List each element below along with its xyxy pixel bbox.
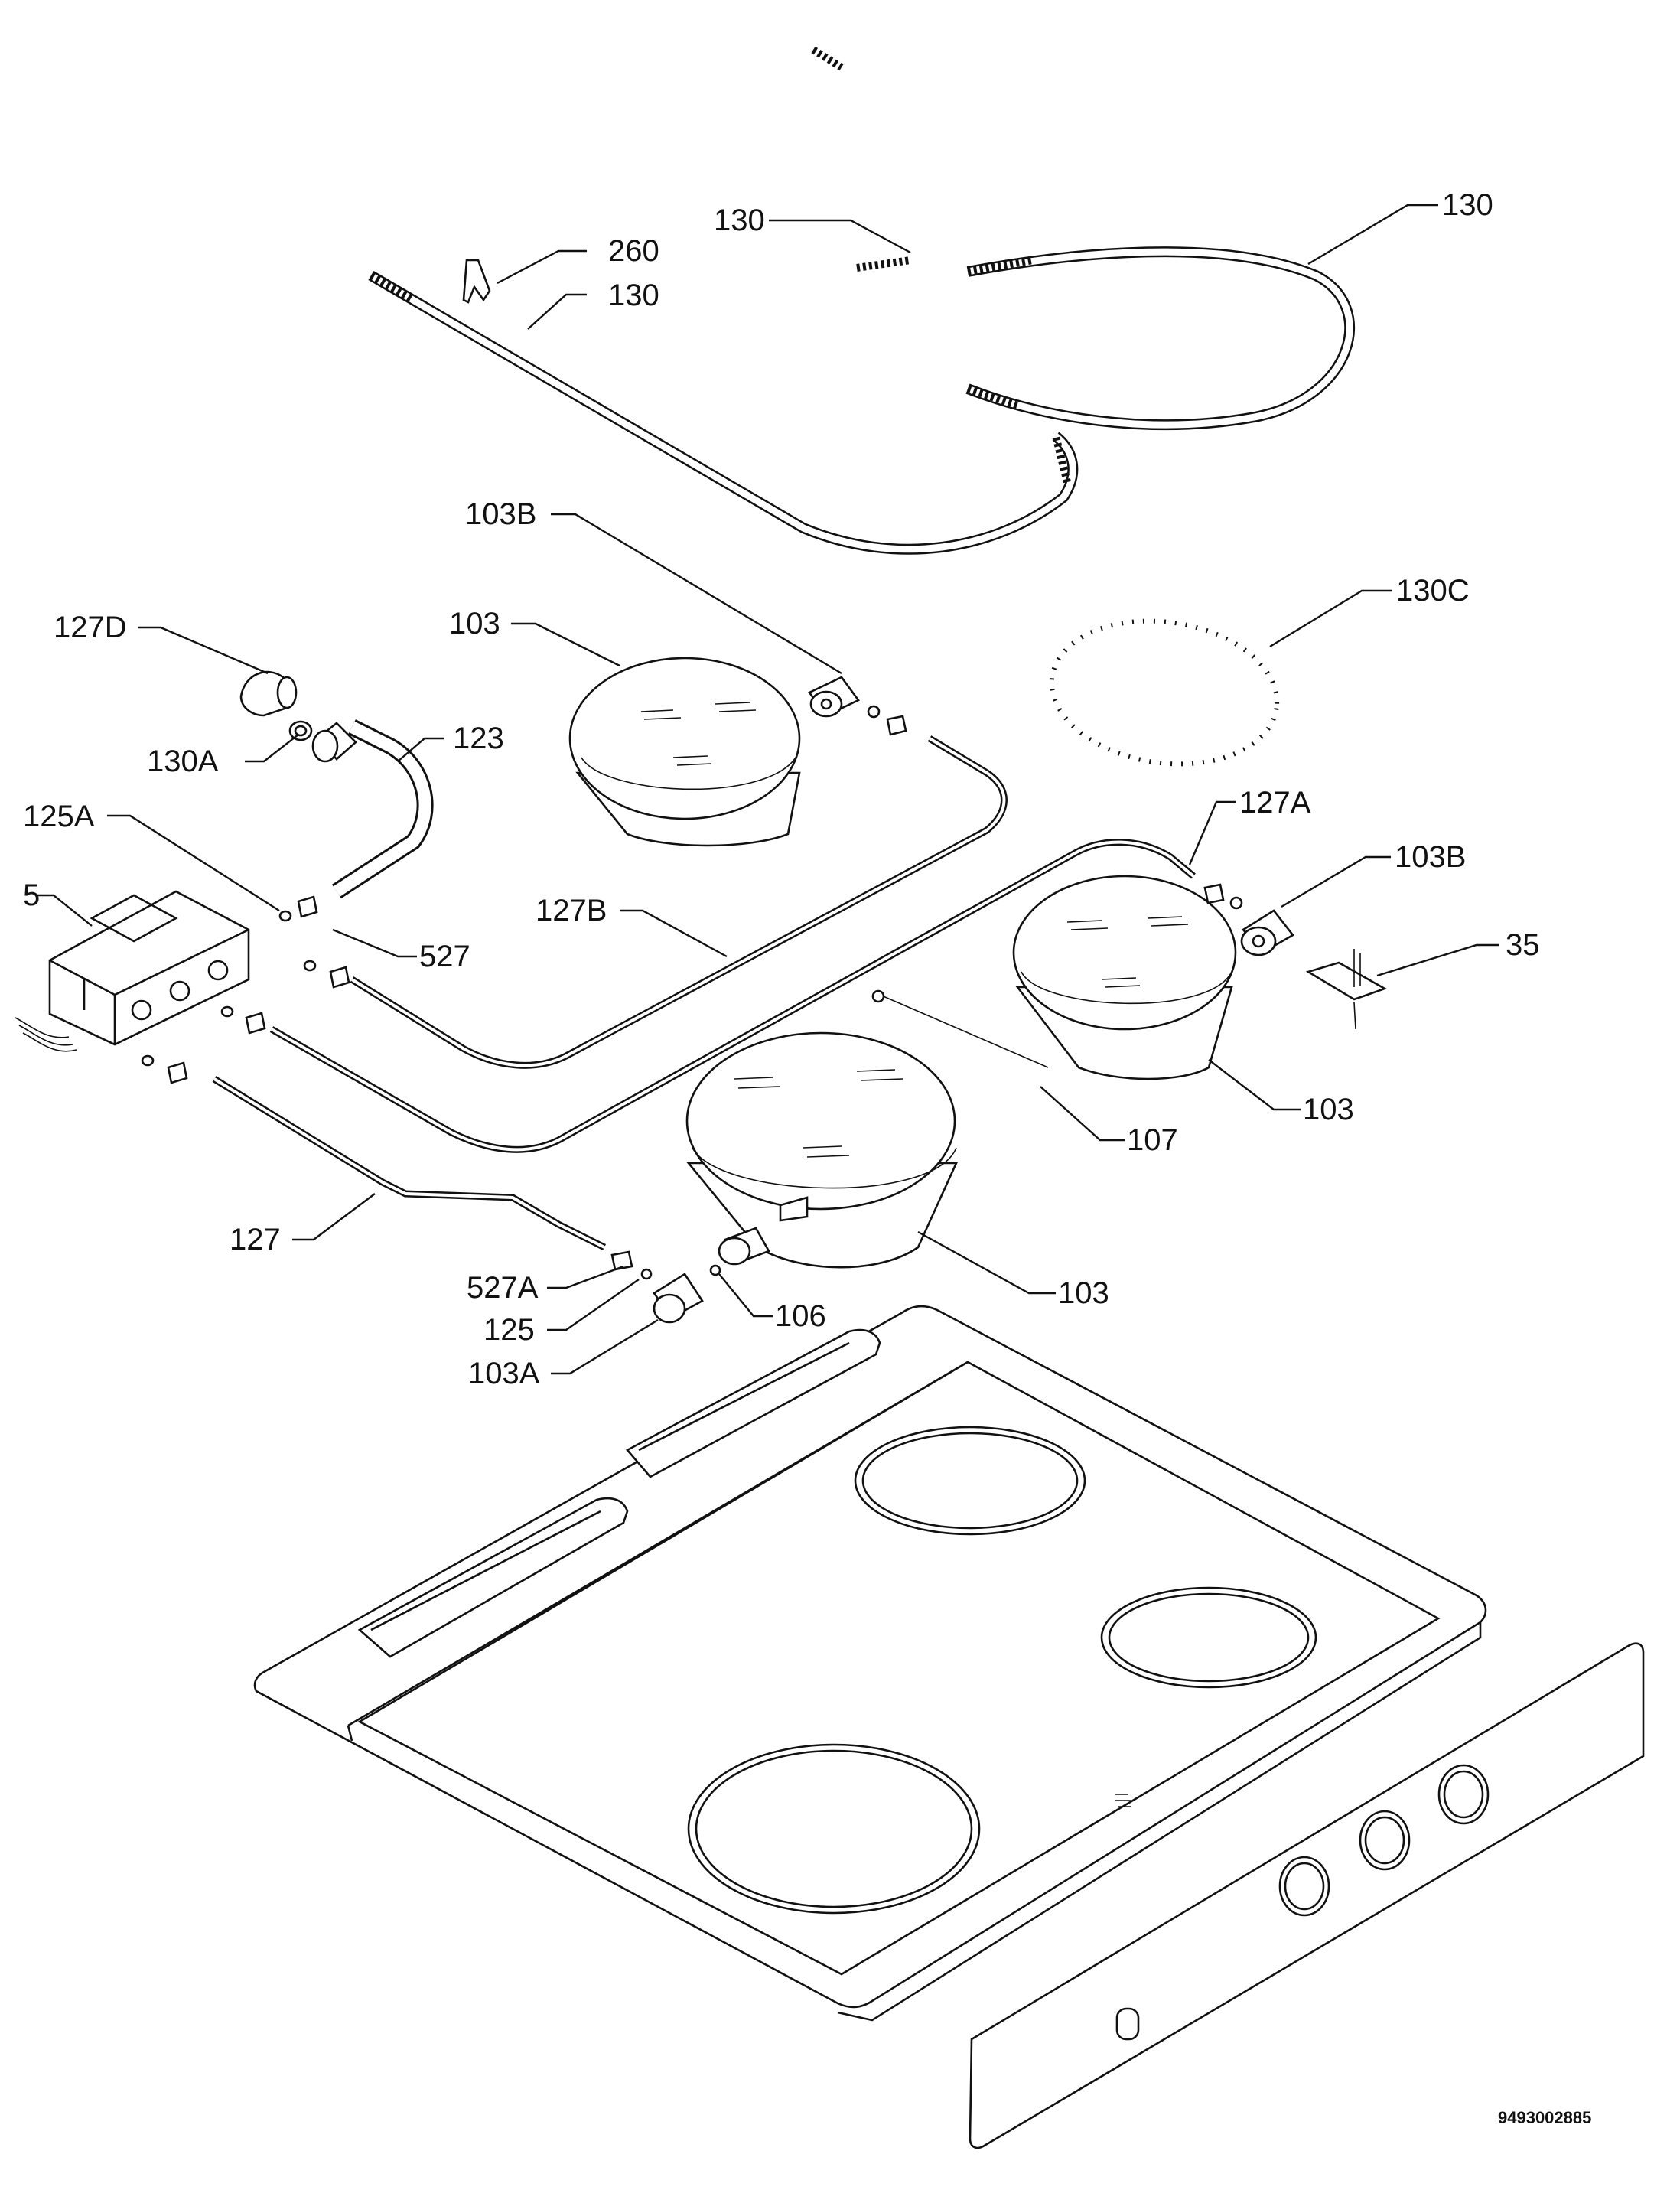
label-103a: 103A bbox=[468, 1357, 540, 1390]
nipples-group bbox=[141, 895, 350, 1084]
label-130-top: 130 bbox=[714, 204, 765, 237]
label-130c: 130C bbox=[1396, 574, 1470, 608]
label-527a: 527A bbox=[467, 1271, 539, 1305]
valve-block-5 bbox=[15, 890, 250, 1052]
cable-130-right bbox=[965, 246, 1356, 431]
label-127b: 127B bbox=[536, 894, 607, 927]
label-123: 123 bbox=[453, 722, 504, 755]
label-5: 5 bbox=[23, 878, 40, 912]
burner-head-top bbox=[568, 657, 801, 847]
leader-lines bbox=[37, 204, 1499, 1375]
label-527: 527 bbox=[419, 940, 470, 973]
burner-head-bottom bbox=[685, 1031, 959, 1269]
fitting-106 bbox=[709, 1227, 770, 1276]
document-number: 9493002885 bbox=[1498, 2108, 1591, 2127]
pipe-127b bbox=[350, 735, 1008, 1069]
label-130a: 130A bbox=[147, 745, 219, 778]
pipe-123 bbox=[311, 719, 434, 899]
clip-260 bbox=[462, 259, 491, 304]
cable-130-left bbox=[368, 270, 1079, 555]
control-panel bbox=[969, 1642, 1645, 2149]
label-107: 107 bbox=[1127, 1123, 1178, 1157]
cable-130-top bbox=[811, 46, 1014, 272]
label-127: 127 bbox=[230, 1223, 281, 1256]
label-127a: 127A bbox=[1239, 786, 1311, 820]
label-127d: 127D bbox=[54, 611, 127, 644]
label-106: 106 bbox=[775, 1299, 826, 1333]
fitting-103b-top bbox=[808, 676, 907, 736]
label-103-bottom: 103 bbox=[1058, 1276, 1109, 1310]
thermocouple-107 bbox=[871, 989, 1049, 1068]
label-103b-top: 103B bbox=[465, 497, 536, 531]
seal-ring-130c bbox=[1049, 618, 1280, 767]
pipe-127a bbox=[269, 839, 1196, 1153]
label-125a: 125A bbox=[23, 800, 95, 833]
label-130-left: 130 bbox=[608, 279, 659, 312]
pipe-127 bbox=[212, 1076, 607, 1251]
electrode-35 bbox=[1305, 949, 1388, 1030]
label-103-mid: 103 bbox=[1303, 1093, 1354, 1126]
hob-glass-top bbox=[253, 1305, 1487, 2022]
label-103-top: 103 bbox=[449, 607, 500, 640]
label-35: 35 bbox=[1506, 928, 1540, 962]
label-125: 125 bbox=[483, 1313, 535, 1347]
label-260: 260 bbox=[608, 234, 659, 268]
fitting-103a bbox=[610, 1250, 704, 1324]
label-130-right: 130 bbox=[1442, 188, 1493, 222]
label-103b-right: 103B bbox=[1395, 840, 1466, 874]
elbow-127d bbox=[239, 670, 313, 741]
fitting-103b-right bbox=[1203, 883, 1294, 956]
burner-head-right bbox=[1012, 875, 1237, 1080]
